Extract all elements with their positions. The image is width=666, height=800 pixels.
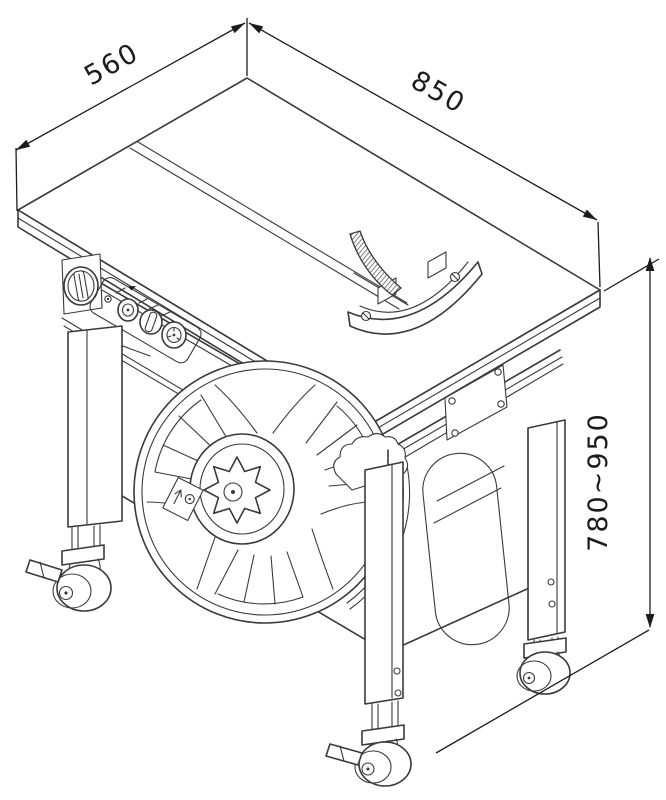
tension-knob — [161, 321, 187, 349]
dimension-annotations: 560 850 780~950 — [15, 18, 660, 754]
access-panel — [444, 364, 508, 441]
screw-icon — [393, 667, 401, 675]
panel-arrow-icon — [128, 286, 136, 291]
strap-reel — [133, 360, 397, 624]
left-leg — [25, 325, 123, 612]
screw-icon — [448, 397, 456, 405]
screw-icon — [451, 429, 459, 437]
screw-icon — [497, 400, 505, 408]
right-leg — [516, 419, 571, 695]
control-panel — [61, 253, 202, 364]
power-switch — [63, 266, 99, 306]
machine — [17, 77, 601, 787]
indicator-led — [104, 295, 112, 303]
caster-left — [25, 558, 112, 612]
screw-icon — [494, 368, 502, 376]
brake-lever — [325, 743, 363, 766]
screw-icon — [547, 578, 555, 586]
side-oval-cutout — [422, 452, 510, 646]
reel-hub — [189, 433, 295, 545]
feed-knob — [117, 298, 139, 322]
dimension-height: 780~950 — [435, 257, 660, 754]
dimension-label-width: 850 — [406, 65, 471, 120]
screw-icon — [394, 689, 402, 697]
screw-icon — [548, 600, 556, 608]
strap-band — [349, 230, 403, 296]
caster-front — [325, 738, 412, 787]
front-leg — [325, 461, 412, 787]
selector-knob — [139, 309, 163, 335]
dimension-label-height: 780~950 — [583, 412, 614, 552]
brake-lever — [25, 559, 63, 583]
warning-label-icon — [162, 476, 204, 522]
